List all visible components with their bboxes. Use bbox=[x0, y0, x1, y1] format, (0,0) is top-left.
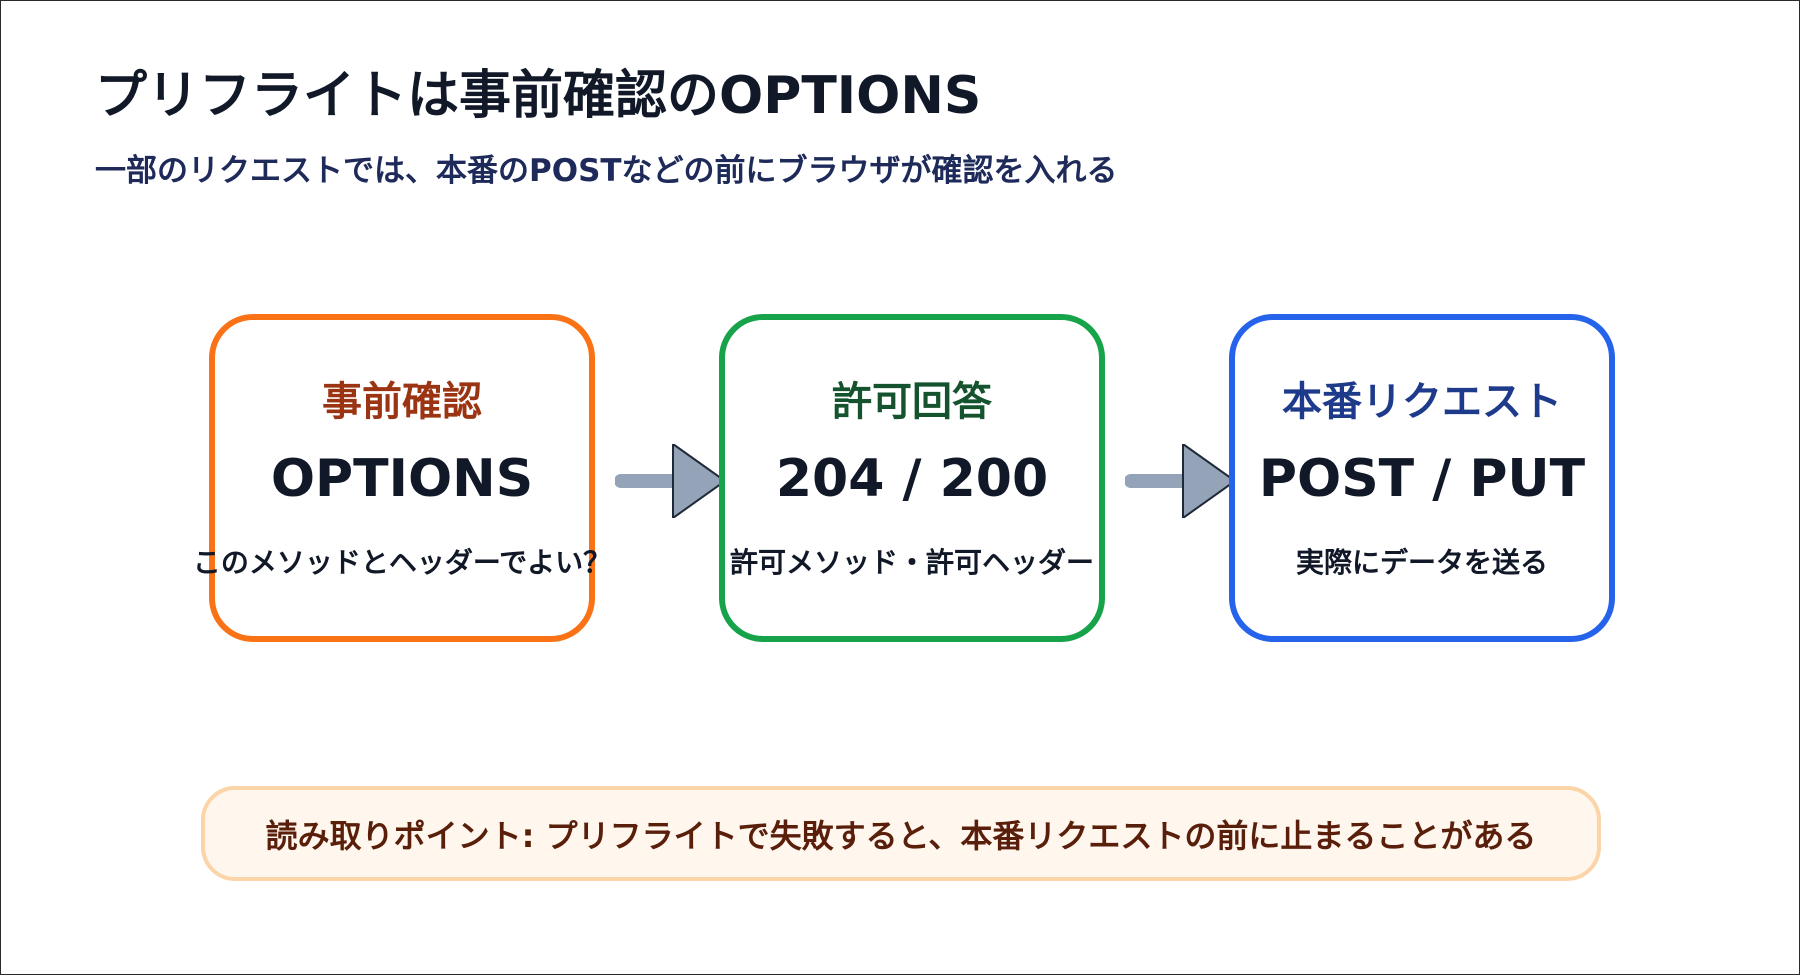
arrow-icon bbox=[615, 444, 725, 518]
step-main: OPTIONS bbox=[270, 449, 534, 509]
page-title: プリフライトは事前確認のOPTIONS bbox=[95, 66, 982, 126]
step-main: POST / PUT bbox=[1258, 449, 1586, 509]
step-box-permission: 許可回答 204 / 200 許可メソッド・許可ヘッダー bbox=[719, 314, 1105, 642]
step-box-preflight: 事前確認 OPTIONS このメソッドとヘッダーでよい？ bbox=[193, 314, 611, 642]
step-box-main-request: 本番リクエスト POST / PUT 実際にデータを送る bbox=[1229, 314, 1615, 642]
step-main: 204 / 200 bbox=[775, 449, 1049, 509]
step-note: 許可メソッド・許可ヘッダー bbox=[729, 546, 1095, 579]
step-note: 実際にデータを送る bbox=[1295, 546, 1549, 579]
callout-text: 読み取りポイント: プリフライトで失敗すると、本番リクエストの前に止まることがあ… bbox=[265, 816, 1537, 855]
step-label: 本番リクエスト bbox=[1282, 379, 1562, 425]
arrow-head bbox=[672, 444, 725, 518]
arrow-head bbox=[1182, 444, 1235, 518]
step-note: このメソッドとヘッダーでよい？ bbox=[192, 546, 612, 579]
arrow-icon bbox=[1125, 444, 1235, 518]
callout-box: 読み取りポイント: プリフライトで失敗すると、本番リクエストの前に止まることがあ… bbox=[201, 786, 1601, 881]
step-label: 許可回答 bbox=[832, 379, 992, 425]
page-subtitle: 一部のリクエストでは、本番のPOSTなどの前にブラウザが確認を入れる bbox=[95, 153, 1118, 189]
step-label: 事前確認 bbox=[322, 379, 482, 425]
